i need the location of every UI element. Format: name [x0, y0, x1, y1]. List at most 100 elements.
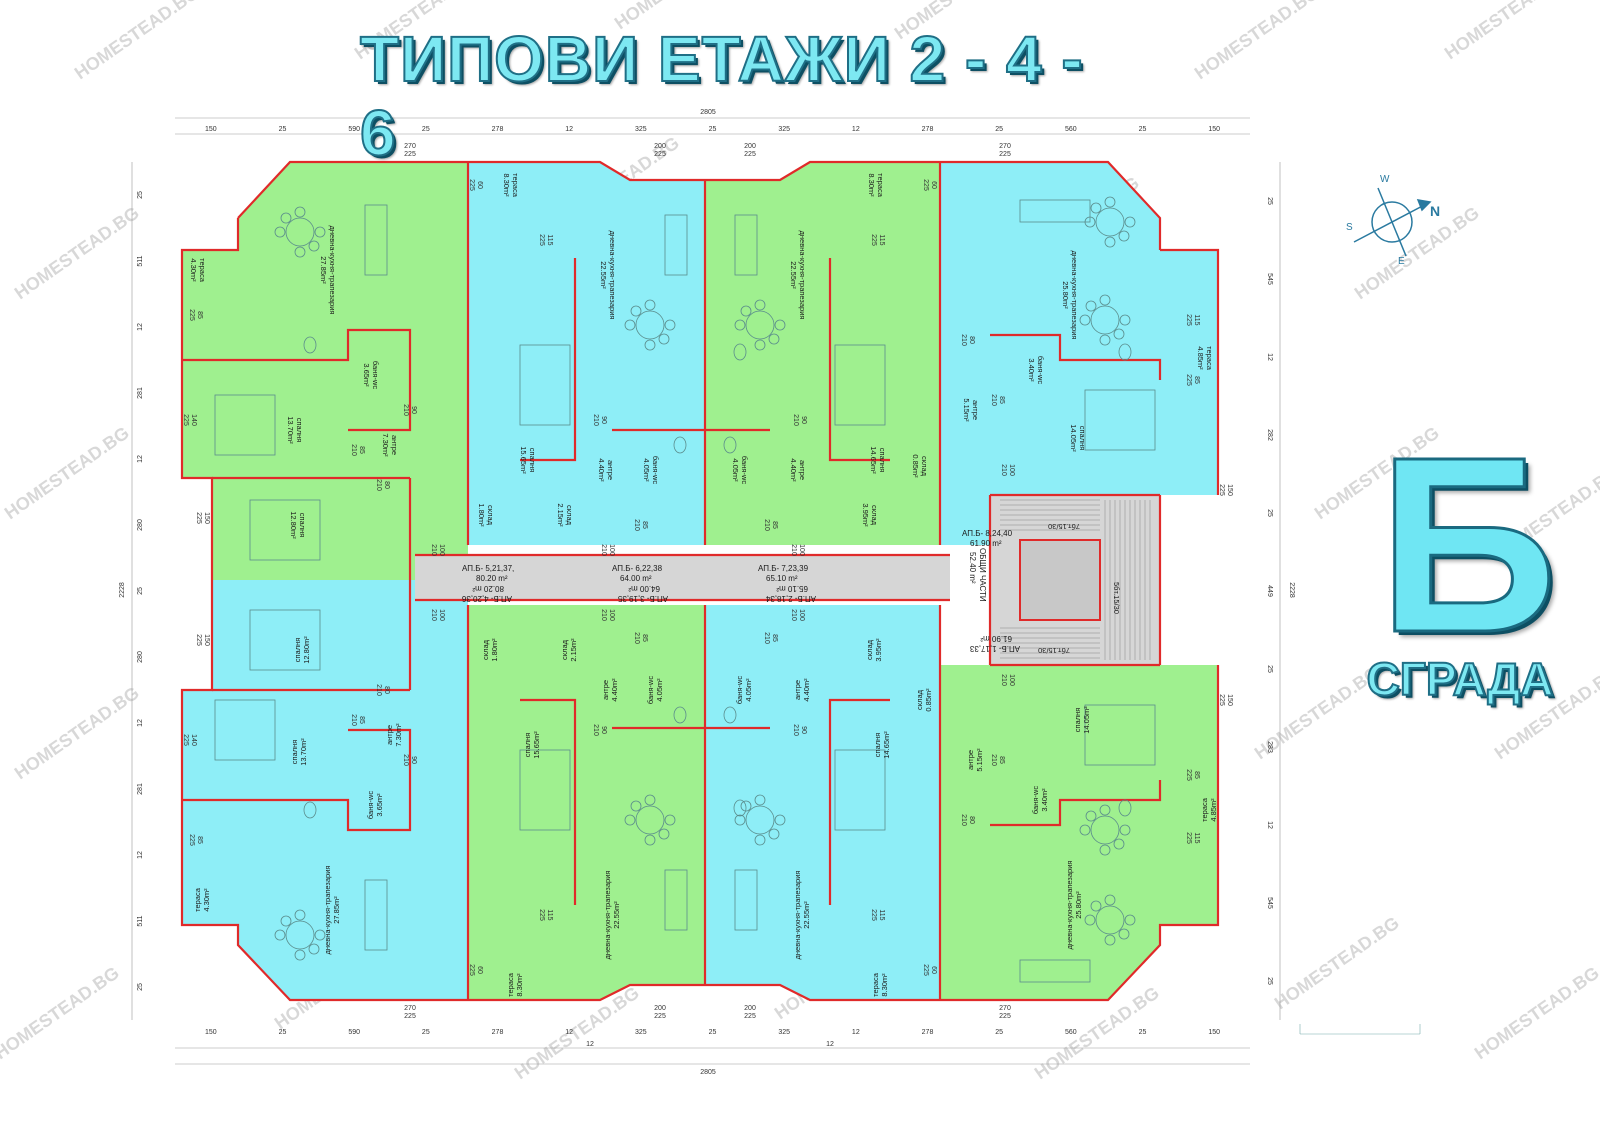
dimension-label: 12	[1266, 821, 1273, 829]
chair-icon	[630, 800, 642, 812]
dining-table-icon	[285, 217, 315, 247]
chair-icon	[1118, 230, 1130, 242]
room-name: тераса	[506, 972, 515, 997]
svg-text:225: 225	[1185, 314, 1192, 326]
svg-text:210: 210	[792, 414, 799, 426]
stair-right-label: 5бт.15/30	[1112, 582, 1121, 614]
toilet-icon	[303, 801, 317, 819]
svg-text:85: 85	[771, 521, 778, 529]
room-name: склад	[865, 639, 874, 660]
svg-text:210: 210	[790, 544, 797, 556]
chair-icon	[1119, 824, 1131, 836]
chair-icon	[1124, 914, 1136, 926]
apt-8-name: АП.Б- 8,24,40	[962, 529, 1013, 538]
dimension-label: 449	[1266, 585, 1273, 597]
chair-icon	[754, 339, 766, 351]
chair-icon	[1119, 314, 1131, 326]
dimension-label: 278	[922, 1029, 934, 1036]
dining-table-icon	[1095, 905, 1125, 935]
room-name: спалня	[873, 733, 882, 758]
compass-e: E	[1398, 256, 1405, 267]
room-area: 14.65m²	[869, 446, 878, 474]
dimension-label: 25	[137, 587, 144, 595]
apartment-4-fill	[182, 580, 468, 1000]
room-name: спалня	[523, 733, 532, 758]
room-area: 7.30m²	[394, 723, 403, 747]
svg-text:225: 225	[404, 1013, 416, 1020]
svg-text:80: 80	[968, 336, 975, 344]
door-tags: 2702252002252002252702252702252002252002…	[182, 143, 1233, 1020]
dim-total-height-right: 2228	[1288, 582, 1295, 598]
room-area: 2.15m²	[569, 638, 578, 662]
chair-icon	[1104, 894, 1116, 906]
apt-8-area: 61.90 m²	[970, 539, 1002, 548]
chair-icon	[658, 828, 670, 840]
room-name: антре	[390, 435, 399, 455]
sofa-icon	[1019, 199, 1091, 223]
toilet-icon	[723, 436, 737, 454]
dimension-label: 12	[137, 323, 144, 331]
svg-text:270: 270	[404, 1005, 416, 1012]
chair-icon	[664, 319, 676, 331]
chair-icon	[1099, 804, 1111, 816]
room-area: 4.85m²	[1209, 798, 1218, 822]
svg-text:200: 200	[744, 143, 756, 150]
dimension-label: 590	[348, 1029, 360, 1036]
toilet-icon	[723, 706, 737, 724]
dimension-label: 25	[279, 126, 287, 133]
svg-text:225: 225	[538, 234, 545, 246]
svg-text:225: 225	[744, 151, 756, 158]
chair-icon	[1104, 196, 1116, 208]
dimension-label: 560	[1065, 1029, 1077, 1036]
chair-icon	[624, 319, 636, 331]
svg-text:210: 210	[430, 609, 437, 621]
room-name: спалня	[528, 448, 537, 473]
svg-text:85: 85	[771, 634, 778, 642]
room-name: баня-wc	[740, 456, 749, 484]
watermark-text: HOMESTEAD.BG	[11, 203, 143, 304]
chair-icon	[294, 246, 306, 258]
dining-table-icon	[745, 310, 775, 340]
room-area: 12.80m²	[289, 511, 298, 539]
svg-text:225: 225	[468, 964, 475, 976]
dimension-label: 282	[1266, 429, 1273, 441]
chair-icon	[308, 240, 320, 252]
dimension-label: 25	[1139, 1029, 1147, 1036]
room-area: 12.80m²	[302, 636, 311, 664]
dimension-label: 12	[586, 1041, 594, 1048]
apt-7-area: 65.10 m²	[766, 574, 798, 583]
room-area: 4.40m²	[597, 458, 606, 482]
chair-icon	[644, 834, 656, 846]
bed-icon	[519, 749, 571, 831]
dimension-label: 325	[635, 1029, 647, 1036]
svg-text:90: 90	[600, 416, 607, 424]
sofa-icon	[1019, 959, 1091, 983]
chair-icon	[1090, 202, 1102, 214]
svg-text:90: 90	[800, 416, 807, 424]
dimension-label: 12	[137, 719, 144, 727]
svg-text:225: 225	[188, 309, 195, 321]
toilet-icon	[1118, 799, 1132, 817]
